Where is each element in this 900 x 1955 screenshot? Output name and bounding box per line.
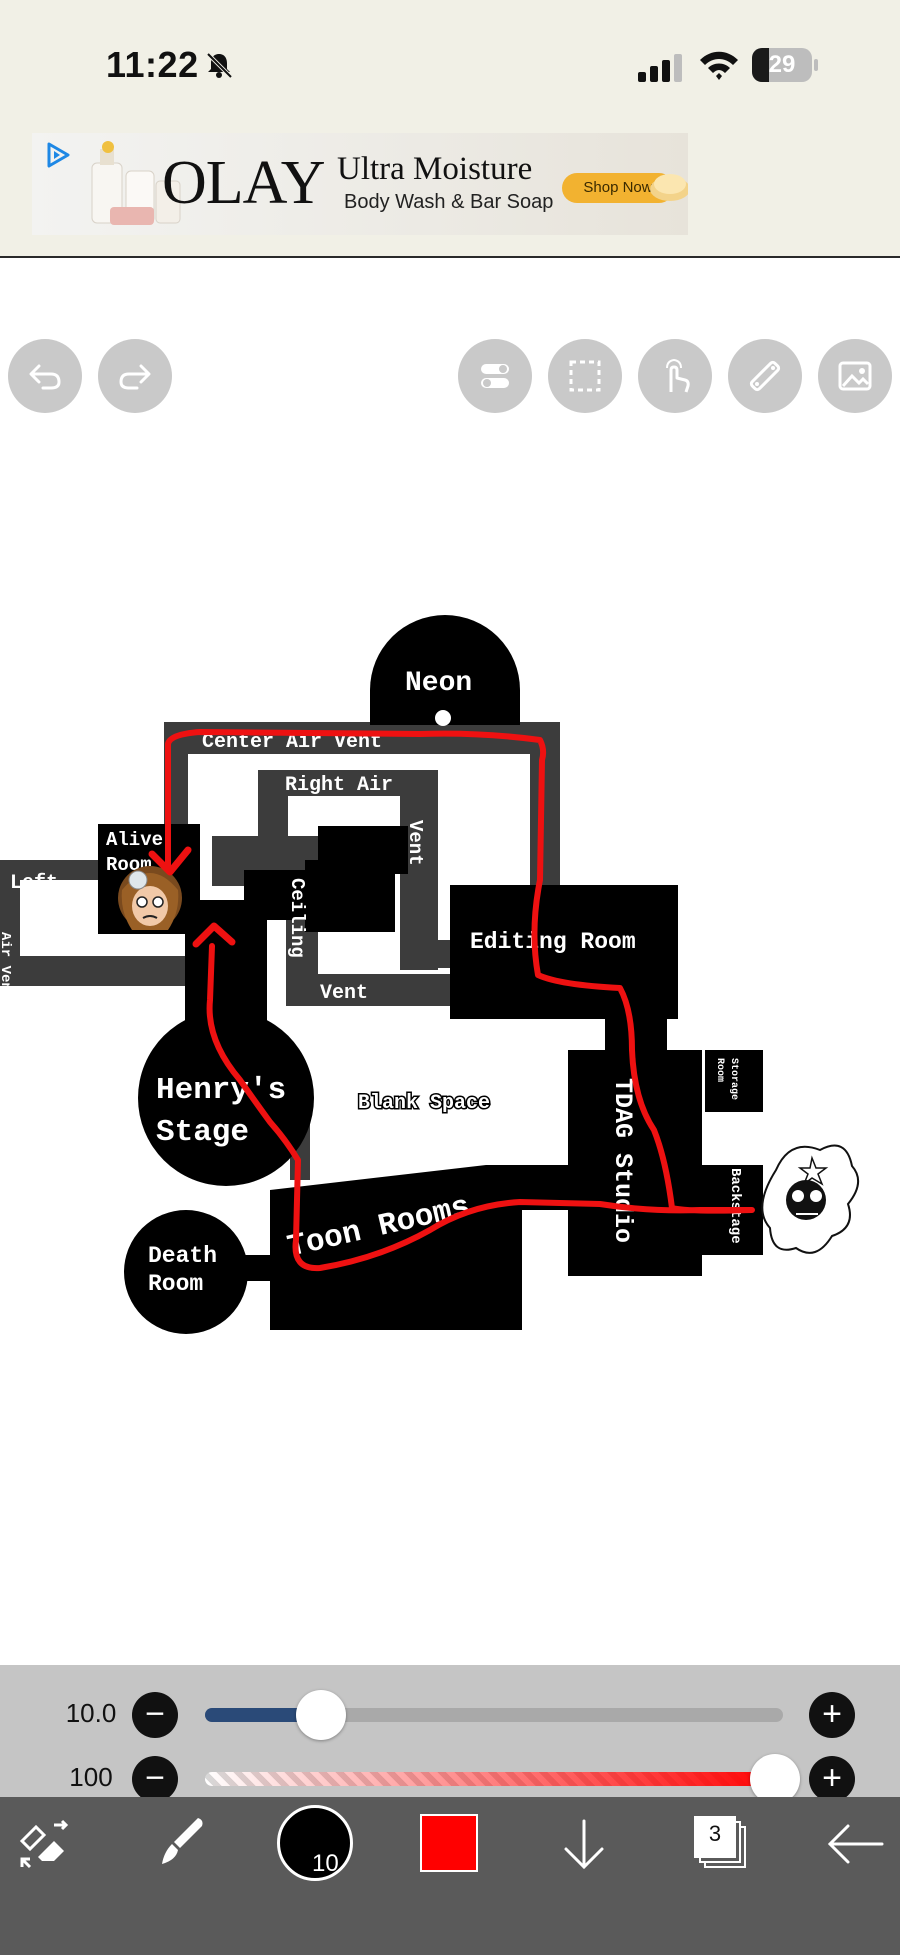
label-ceiling: Ceiling [286, 878, 308, 958]
brush-size-value: 10.0 [65, 1698, 117, 1728]
opacity-slider[interactable] [205, 1772, 783, 1786]
ad-shop-now-button[interactable]: Shop Now [562, 173, 674, 203]
soap-bar-image [650, 174, 688, 201]
layer-count: 3 [708, 1821, 722, 1846]
image-icon [838, 361, 872, 391]
ad-brand: OLAY [162, 149, 326, 217]
hand-gesture-icon [666, 358, 690, 393]
status-time: 11:22 [106, 44, 199, 85]
bell-slash-icon [206, 52, 233, 79]
gesture-button[interactable] [638, 339, 712, 413]
opacity-plus-button[interactable]: + [809, 1756, 855, 1802]
character-face-icon [118, 866, 182, 930]
ad-choices-icon[interactable] [44, 141, 72, 169]
down-arrow-icon[interactable] [558, 1815, 610, 1875]
label-storage-room-1: Storage [728, 1058, 739, 1100]
back-arrow-icon[interactable] [824, 1822, 886, 1866]
toggle-button[interactable] [458, 339, 532, 413]
opacity-minus-button[interactable]: − [132, 1756, 178, 1802]
ad-subtitle: Body Wash & Bar Soap [344, 191, 554, 213]
label-henrys-stage-2: Stage [156, 1115, 249, 1150]
brush-size-icon[interactable] [277, 1805, 353, 1881]
label-alive-room-1: Alive [106, 829, 163, 851]
label-henrys-stage-1: Henry's [156, 1073, 286, 1108]
label-tdag-studio: TDAG Studio [608, 1078, 637, 1243]
product-bottles-image [91, 141, 181, 225]
label-u-turn-hall: U-Turn Hall [468, 758, 487, 870]
label-neon: Neon [405, 668, 472, 699]
red-route-path [148, 729, 755, 1272]
color-swatch[interactable] [420, 1814, 478, 1872]
drawing-canvas[interactable]: Neon Center Air Vent Right Air Vent U-Tu… [0, 420, 900, 1665]
battery-percent: 29 [768, 51, 796, 78]
battery-indicator: 29 [752, 48, 818, 82]
opacity-value: 100 [69, 1762, 113, 1792]
label-left: Left [10, 872, 58, 895]
brush-slider-panel: 10.0 − + 100 − + [0, 1665, 900, 1804]
label-vent-vertical: Vent [404, 820, 426, 866]
label-center-air-vent: Center Air Vent [202, 731, 382, 754]
label-blank-space-outline: Blank Space [358, 1092, 490, 1115]
label-air-vent-left: Air Vent [0, 932, 13, 999]
ad-title: Ultra Moisture [337, 151, 533, 187]
character-sketch-icon [761, 1144, 859, 1254]
label-death-room-1: Death [148, 1243, 217, 1269]
label-vent-bottom: Vent [320, 982, 368, 1005]
opacity-thumb[interactable] [750, 1754, 800, 1804]
image-button[interactable] [818, 339, 892, 413]
undo-button[interactable] [8, 339, 82, 413]
ruler-icon [749, 360, 781, 392]
layers-icon[interactable] [693, 1815, 749, 1871]
wifi-icon [700, 51, 738, 80]
toggle-icon [481, 364, 509, 388]
label-storage-room-2: Room [714, 1058, 725, 1082]
brush-size-thumb[interactable] [295, 1690, 346, 1740]
selection-button[interactable] [548, 339, 622, 413]
size-plus-button[interactable]: + [809, 1692, 855, 1738]
ruler-button[interactable] [728, 339, 802, 413]
cellular-signal-icon [638, 54, 682, 82]
top-area: 11:22 29 [0, 0, 900, 258]
undo-icon [29, 364, 61, 390]
room-shapes [98, 615, 763, 1334]
label-blank-space: Blank Space [358, 1092, 490, 1115]
brush-size-label: 10 [312, 1850, 339, 1877]
brush-size-slider[interactable] [205, 1708, 783, 1722]
label-right-air: Right Air [285, 774, 393, 797]
label-backstage: Backstage [727, 1168, 743, 1244]
brush-icon[interactable] [150, 1812, 210, 1872]
transform-eraser-icon[interactable] [14, 1815, 74, 1871]
redo-icon [119, 364, 151, 390]
map-drawing: Neon Center Air Vent Right Air Vent U-Tu… [0, 615, 859, 1334]
label-death-room-2: Room [148, 1271, 203, 1297]
selection-icon [569, 360, 601, 392]
redo-button[interactable] [98, 339, 172, 413]
label-editing-room: Editing Room [470, 929, 636, 955]
size-minus-button[interactable]: − [132, 1692, 178, 1738]
ad-banner[interactable]: OLAY Ultra Moisture Body Wash & Bar Soap… [32, 133, 688, 235]
